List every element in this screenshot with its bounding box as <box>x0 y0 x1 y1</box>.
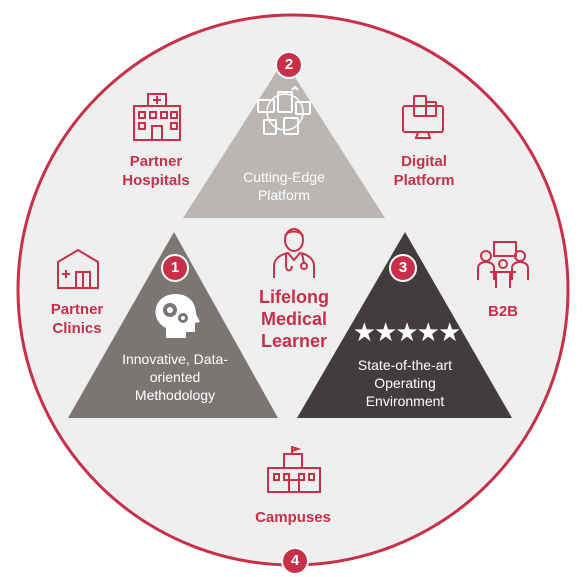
center-label: Lifelong Medical Learner <box>259 287 329 351</box>
triangle-right <box>297 232 512 418</box>
campus-icon <box>267 446 321 493</box>
pillar-2-label: Cutting-Edge Platform <box>243 169 325 203</box>
monitor-devices-icon <box>402 95 444 139</box>
badge-ring-4: 4 <box>281 547 309 575</box>
clinic-icon <box>57 248 99 289</box>
doctor-icon <box>273 228 315 278</box>
pillar-1-label: Innovative, Data-oriented Methodology <box>122 351 228 403</box>
pillar-3-label: State-of-the-art Operating Environment <box>357 357 453 409</box>
ring-item-b2b: B2B <box>487 303 518 320</box>
ring-item-campuses: Campuses <box>255 509 331 526</box>
badge-pillar-1: 1 <box>161 254 189 282</box>
badge-pillar-3: 3 <box>389 254 417 282</box>
brain-gears-icon <box>155 294 200 338</box>
hospital-icon <box>133 93 181 141</box>
platform-devices-icon <box>257 86 311 135</box>
triangle-top <box>183 60 385 218</box>
five-stars-icon: ★★★★★ <box>352 318 462 348</box>
ring-item-partner-hospitals: Partner Hospitals <box>122 153 190 189</box>
meeting-icon <box>477 241 529 288</box>
badge-pillar-2: 2 <box>275 51 303 79</box>
ring-item-partner-clinics: Partner Clinics <box>50 301 104 337</box>
ring-item-digital-platform: Digital Platform <box>393 153 455 189</box>
